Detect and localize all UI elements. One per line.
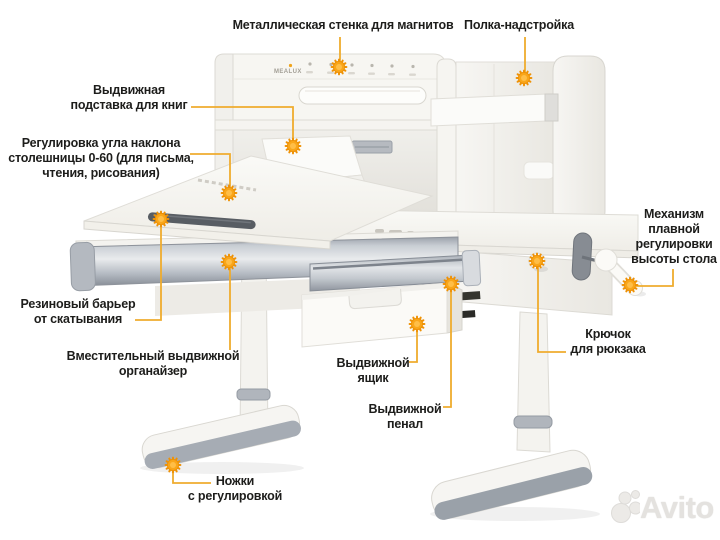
label-book-stand: Выдвижная подставка для книг (70, 83, 188, 112)
shelf-addon-unit (430, 55, 606, 227)
left-leg-clamp (236, 388, 271, 401)
drawers (69, 230, 482, 348)
right-apron (438, 232, 646, 316)
white-drawer (301, 282, 463, 348)
drawer-handle-cutout (348, 288, 402, 310)
avito-logo-icon (611, 490, 640, 523)
shelf-back (455, 61, 557, 219)
crank-plate (571, 232, 593, 281)
label-pencil-case: Выдвижной пенал (368, 402, 442, 431)
rubber-barrier-strip (147, 212, 256, 230)
magnets (308, 62, 415, 69)
pencil-tray-cap (461, 249, 482, 287)
right-leg-column (516, 311, 551, 453)
label-magnetic-wall: Металлическая стенка для магнитов (232, 18, 454, 32)
board-vents (197, 178, 257, 192)
brand-logo: MEALUX (274, 69, 302, 75)
organizer-end-cap (69, 241, 96, 292)
label-height-mech: Механизм плавной регулировки высоты стол… (631, 207, 717, 266)
handle-slot (298, 86, 427, 105)
hutch-shelf (214, 119, 446, 131)
label-organizer: Вместительный выдвижной органайзер (66, 349, 240, 378)
avito-watermark: Avito (588, 486, 714, 528)
label-legs: Ножки с регулировкой (187, 474, 283, 503)
shelf-partition (436, 58, 457, 219)
label-rubber-barrier: Резиновый барьер от скатывания (20, 297, 136, 326)
label-tilt-adjust: Регулировка угла наклона столешницы 0-60… (8, 136, 194, 180)
label-shelf-addon: Полка-надстройка (464, 18, 574, 32)
shelf-notch (523, 161, 555, 180)
left-foot (141, 404, 301, 469)
book-rail (430, 93, 559, 127)
right-leg-clamp (513, 415, 553, 429)
label-hook: Крючок для рюкзака (570, 327, 646, 356)
connector-lines (135, 37, 674, 484)
height-crank (571, 232, 646, 297)
logo-leaf (288, 63, 293, 68)
tilted-board (83, 155, 434, 250)
shelf-right-panel (552, 55, 606, 227)
avito-watermark-text: Avito (640, 489, 714, 525)
right-foot (431, 449, 593, 520)
magnet-marks (306, 71, 416, 76)
label-drawer: Выдвижной ящик (336, 356, 410, 385)
